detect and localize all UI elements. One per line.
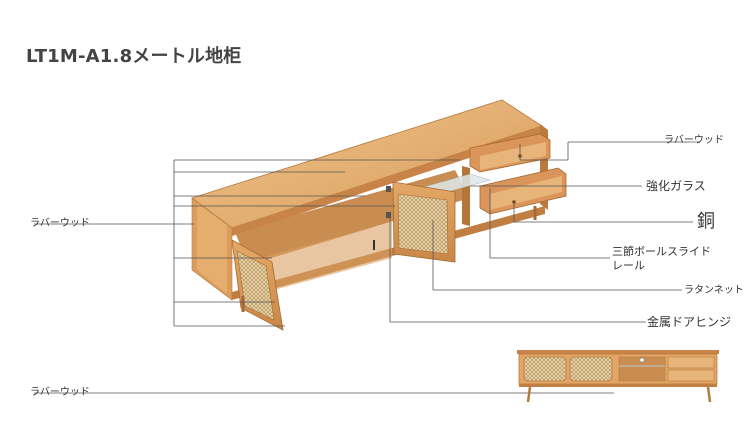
front-view-thumbnail (517, 350, 719, 403)
middle-door-rattan (397, 193, 449, 255)
cabinet (191, 99, 567, 331)
label-rattan-net: ラタンネット (684, 285, 744, 296)
upper-drawer-front (480, 142, 546, 170)
label-copper: 銅 (697, 211, 715, 232)
hinge-upper (386, 186, 391, 192)
left-side-inset (197, 203, 227, 294)
hinge-lower (386, 212, 391, 218)
lower-drawer-front (490, 176, 562, 210)
left-compartment (245, 222, 392, 298)
label-ball-slide-line2: レール (612, 259, 645, 272)
left-door-rattan (236, 250, 275, 321)
label-rubber-wood-top-right: ラバーウッド (664, 135, 724, 146)
label-ball-slide-line1: 三節ボールスライド (612, 245, 711, 258)
label-rubber-wood-bottom: ラバーウッド (30, 387, 90, 398)
page-title: LT1M-A1.8メートル地柜 (26, 46, 242, 67)
callout-lines (34, 141, 700, 394)
label-rubber-wood-left: ラバーウッド (30, 218, 90, 229)
top-front-edge (232, 126, 542, 236)
lower-drawer-knob (512, 200, 516, 204)
label-tempered-glass: 強化ガラス (646, 179, 706, 193)
label-metal-hinge: 金属ドアヒンジ (647, 315, 732, 329)
